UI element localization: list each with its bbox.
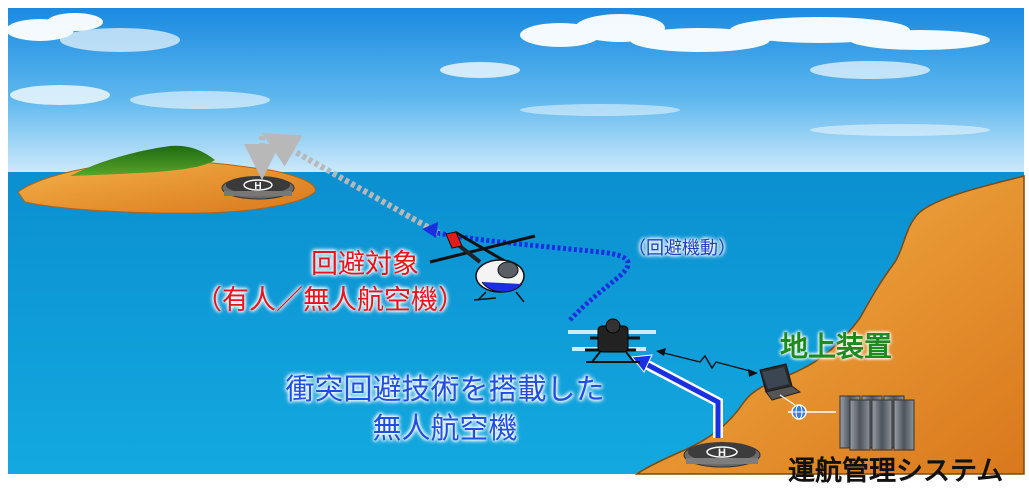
coastline — [634, 175, 1025, 475]
comm-link — [659, 351, 755, 373]
server-rack-icon — [839, 395, 915, 451]
coast-heliport-mark: H — [718, 447, 726, 459]
uav-subtitle: 無人航空機 — [372, 411, 518, 445]
clouds — [6, 13, 990, 136]
island-heliport-mark: H — [254, 181, 261, 192]
network-icon — [779, 394, 836, 420]
target-route-arrow — [262, 133, 442, 237]
island — [17, 145, 316, 214]
coast-heliport — [683, 442, 761, 468]
avoid-target-subtitle: （有人／無人航空機） — [195, 285, 465, 316]
avoid-target-title: 回避対象 — [311, 249, 419, 280]
avoid-maneuver-label: （回避機動） — [628, 238, 736, 259]
ground-equipment-label: 地上装置 — [780, 330, 893, 363]
ops-management-label: 運航管理システム — [788, 456, 1004, 487]
uav-title: 衝突回避技術を搭載した — [285, 372, 605, 406]
avoidance-maneuver-path — [431, 229, 631, 322]
helicopter-icon — [429, 230, 536, 303]
laptop-icon — [759, 363, 802, 401]
uav-drone-icon — [568, 318, 656, 363]
avoidance-arrowhead — [422, 222, 438, 238]
uav-route-arrowhead — [631, 354, 653, 373]
uav-route-arrow-inner — [644, 361, 721, 438]
